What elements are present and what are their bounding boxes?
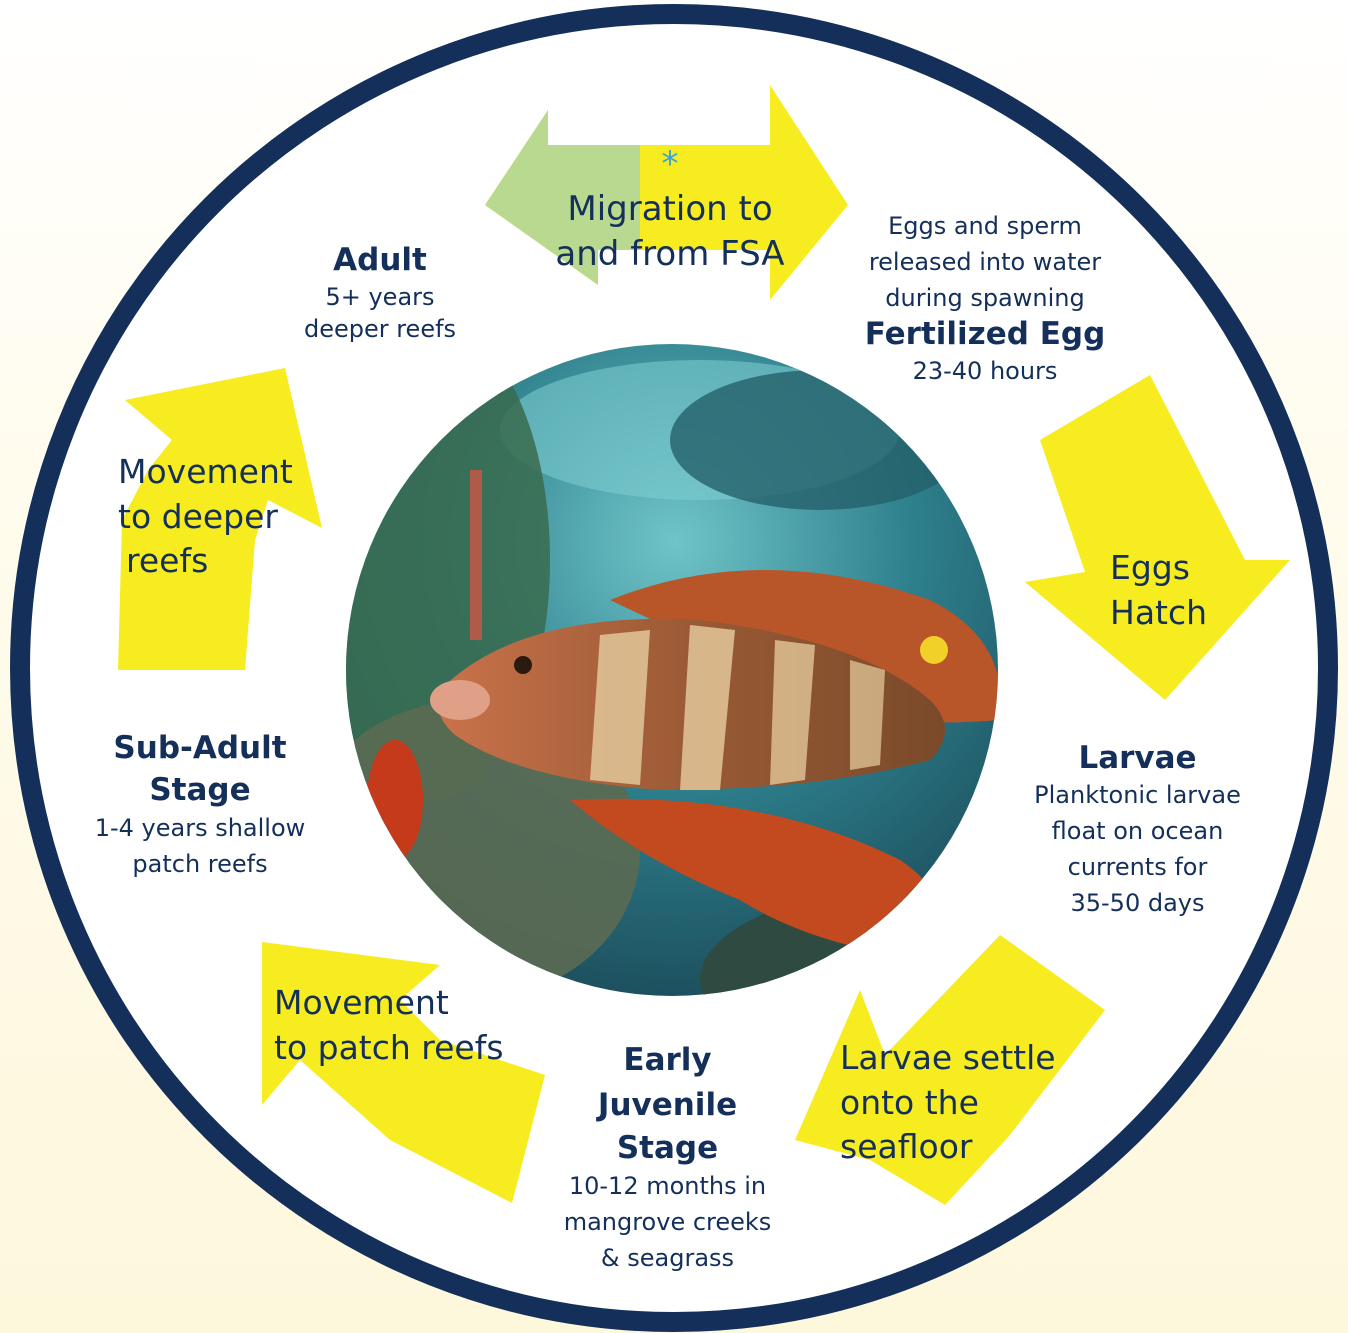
migration-label: *Migration to and from FSA (540, 142, 800, 277)
stage-title: Adult (280, 242, 480, 279)
larvae-settle-label: Larvae settle onto the seafloor (840, 1036, 1070, 1170)
stage-adult: Adult 5+ years deeper reefs (280, 242, 480, 343)
stage-early-juvenile: Early Juvenile Stage 10-12 months in man… (540, 1038, 795, 1276)
stage-sub-adult: Sub-Adult Stage 1-4 years shallow patch … (70, 726, 330, 882)
stage-title: Sub-Adult (70, 726, 330, 771)
stage-title: Larvae (1005, 740, 1270, 777)
stage-fertilized-egg: Eggs and sperm released into water durin… (845, 208, 1125, 389)
patch-reefs-label: Movement to patch reefs (274, 981, 534, 1070)
migration-asterisk: * (540, 142, 800, 187)
stage-title: Fertilized Egg (845, 316, 1125, 353)
deeper-reefs-label: Movement to deeper reefs (118, 450, 318, 584)
stage-title: Early (540, 1038, 795, 1083)
stage-larvae: Larvae Planktonic larvae float on ocean … (1005, 740, 1270, 921)
eggs-hatch-label: Eggs Hatch (1110, 546, 1230, 635)
